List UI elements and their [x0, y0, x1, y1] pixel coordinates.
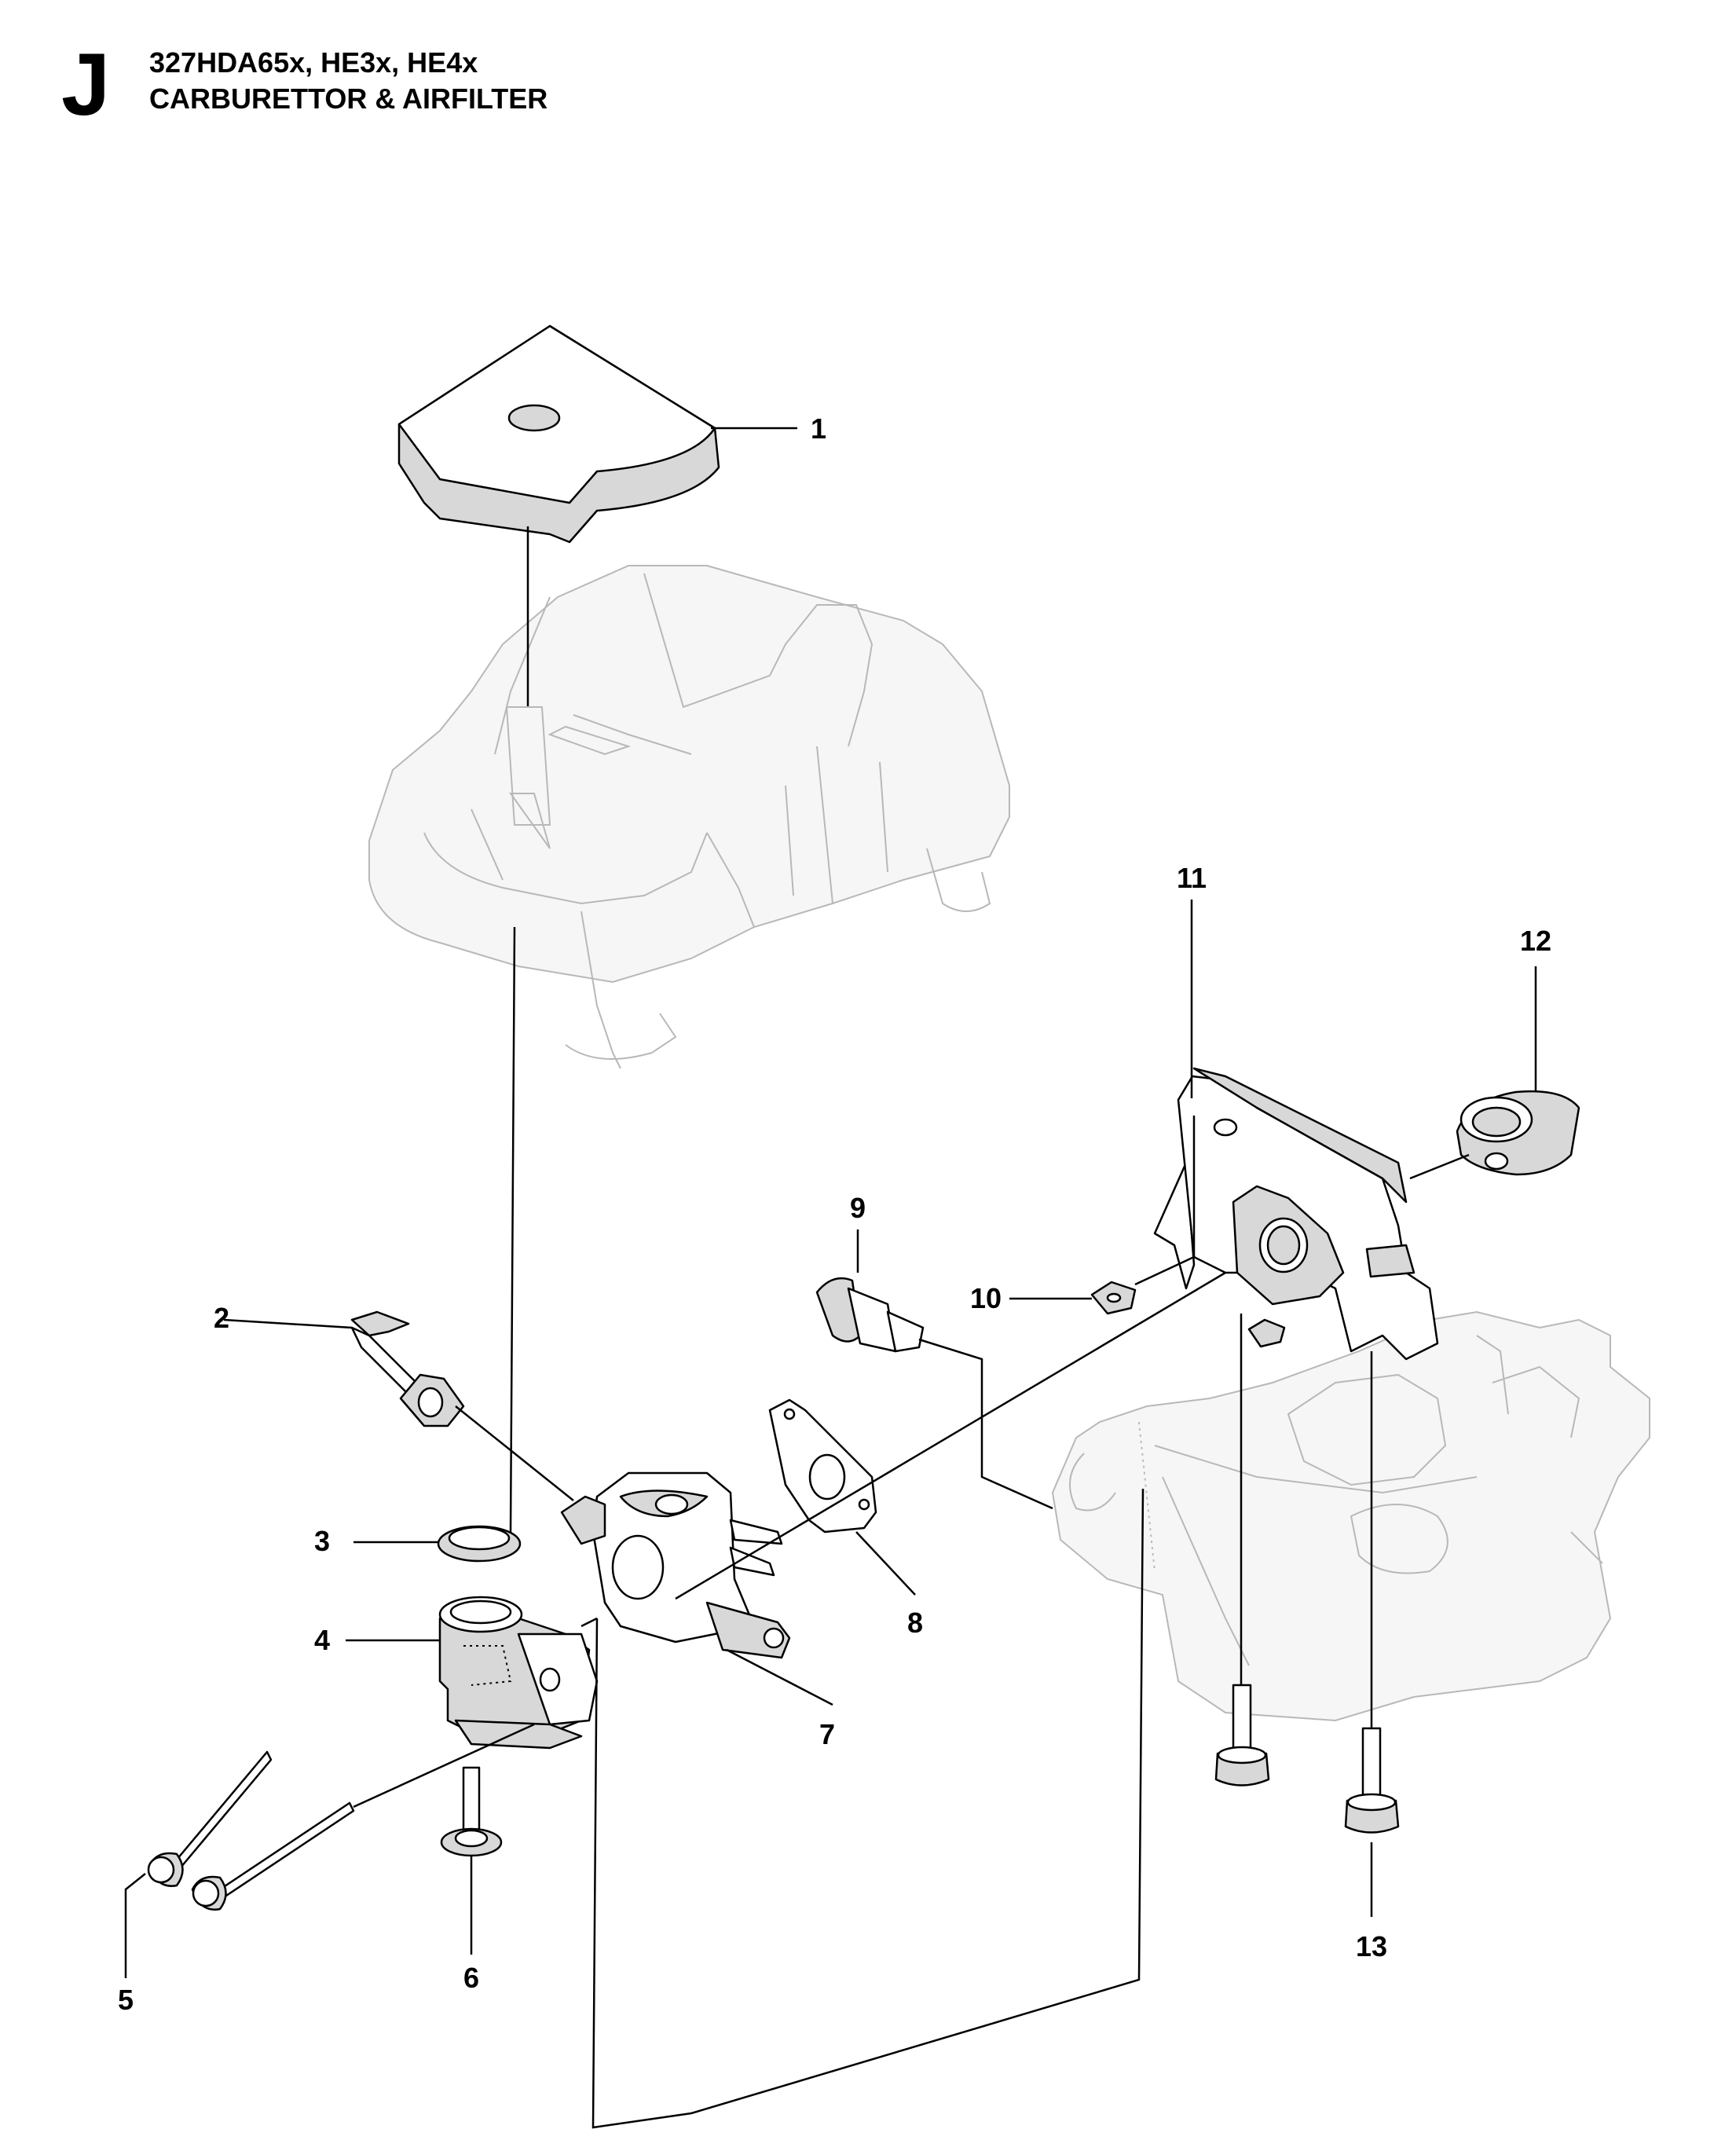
- ghost-crankcase: [1051, 1310, 1650, 1722]
- part-2-choke-lever[interactable]: [223, 1310, 465, 1427]
- callout-11: 11: [1177, 862, 1207, 894]
- callout-1: 1: [811, 412, 826, 445]
- callout-8: 8: [907, 1607, 923, 1639]
- callout-13: 13: [1356, 1930, 1387, 1962]
- callout-6: 6: [463, 1962, 479, 1994]
- part-9-primer-bulb[interactable]: [815, 1229, 925, 1353]
- part-5-screws[interactable]: [124, 1750, 355, 1978]
- section-letter: J: [61, 35, 111, 134]
- part-13-bolts[interactable]: [1214, 1684, 1400, 1917]
- callout-12: 12: [1520, 925, 1551, 957]
- part-8-gasket[interactable]: [768, 1398, 916, 1596]
- part-7-carburettor[interactable]: [560, 1471, 833, 1706]
- part-6-screw[interactable]: [440, 1766, 503, 1955]
- part-3-ring-seal[interactable]: [353, 1525, 522, 1563]
- ghost-airfilter-housing: [368, 565, 1010, 1069]
- part-11-filter-holder[interactable]: [1153, 900, 1439, 1361]
- callout-5: 5: [118, 1984, 134, 2016]
- part-12-intake-boot[interactable]: [1456, 966, 1580, 1176]
- model-line: 327HDA65x, HE3x, HE4x: [149, 46, 478, 79]
- callout-4: 4: [314, 1624, 330, 1656]
- part-4-intake-adapter[interactable]: [346, 1596, 599, 1750]
- part-1-air-filter[interactable]: [397, 324, 797, 826]
- callout-2: 2: [214, 1302, 229, 1334]
- callout-labels: 1 2 3 4 5 6 7 8 9 10 11 12 13: [118, 412, 1551, 2016]
- diagram-title: CARBURETTOR & AIRFILTER: [149, 82, 548, 115]
- assembly-lines: [353, 926, 1470, 2129]
- callout-7: 7: [819, 1718, 835, 1750]
- callout-10: 10: [970, 1282, 1002, 1314]
- callout-9: 9: [850, 1192, 866, 1224]
- part-10-square-nut[interactable]: [1009, 1281, 1286, 1348]
- callout-3: 3: [314, 1525, 330, 1557]
